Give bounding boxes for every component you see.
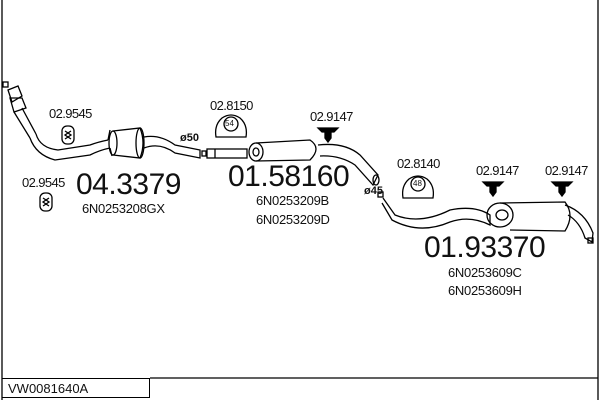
part-number: 01.58160 [228, 160, 350, 193]
middle-silencer [206, 139, 380, 187]
rubber-mount-icon [39, 192, 53, 212]
clamp-icon [401, 175, 435, 199]
oem-reference: 6N0253609C [448, 265, 522, 280]
diagram-id: VW0081640A [2, 378, 150, 398]
front-pipe-catalyst [2, 81, 207, 161]
part-number: 01.93370 [424, 231, 546, 264]
clamp-size: 54 [225, 119, 234, 128]
hanger-code: 02.9147 [310, 109, 353, 124]
clamp-code: 02.8140 [397, 156, 440, 171]
part-number: 04.3379 [76, 168, 181, 201]
rubber-mount-code: 02.9545 [49, 106, 92, 121]
hanger-icon [481, 181, 505, 198]
oem-reference: 6N0253208GX [82, 201, 165, 216]
rubber-mount-icon [61, 125, 75, 145]
hanger-code: 02.9147 [476, 163, 519, 178]
hanger-code: 02.9147 [545, 163, 588, 178]
rubber-mount-code: 02.9545 [22, 175, 65, 190]
clamp-code: 02.8150 [210, 98, 253, 113]
clamp-icon [214, 114, 248, 138]
hanger-icon [316, 127, 340, 144]
diameter-label: ø50 [180, 132, 199, 144]
oem-reference: 6N0253209B [256, 193, 329, 208]
clamp-size: 48 [413, 179, 422, 188]
diameter-label: ø45 [364, 185, 383, 197]
oem-reference: 6N0253609H [448, 283, 522, 298]
hanger-icon [550, 181, 574, 198]
rear-silencer [377, 191, 594, 244]
oem-reference: 6N0253209D [256, 212, 330, 227]
